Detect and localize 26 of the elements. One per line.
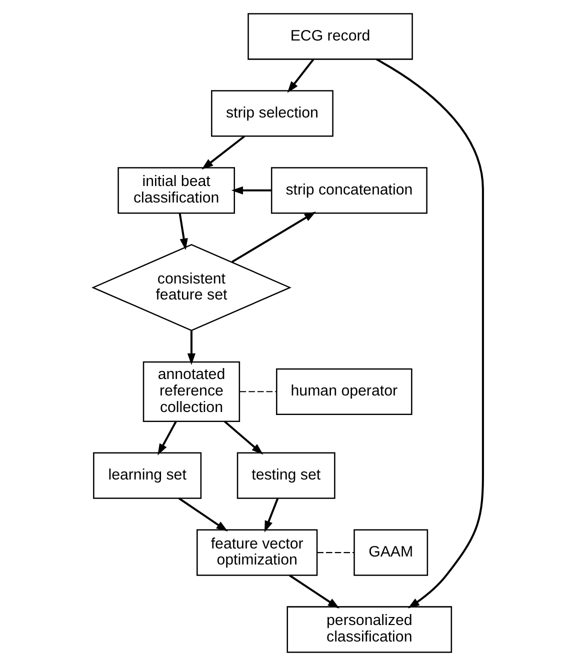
arrow [224,420,264,455]
arrow [187,330,196,365]
arrow [287,58,314,93]
arrow [158,420,177,456]
node-box: learning set [93,452,202,499]
node-box: ECG record [248,13,413,60]
node-box: annotated reference collection [142,361,240,422]
arrow [178,498,228,532]
arrow [231,186,272,194]
arrow [289,574,340,608]
node-box: strip selection [211,90,334,137]
arrow [376,58,484,608]
arrow [178,212,188,250]
connector [317,552,354,554]
arrow [264,498,279,532]
arrow [202,135,246,170]
connector [240,391,276,392]
node-box: human operator [276,368,412,416]
node-box: strip concatenation [270,167,428,214]
node-diamond: consistent feature set [91,244,292,332]
node-box: testing set [236,452,336,499]
node-box: feature vector optimization [196,529,318,576]
node-box: GAAM [354,529,428,576]
node-box: personalized classification [286,606,452,653]
node-box: initial beat classification [118,167,235,214]
arrow [232,212,316,263]
